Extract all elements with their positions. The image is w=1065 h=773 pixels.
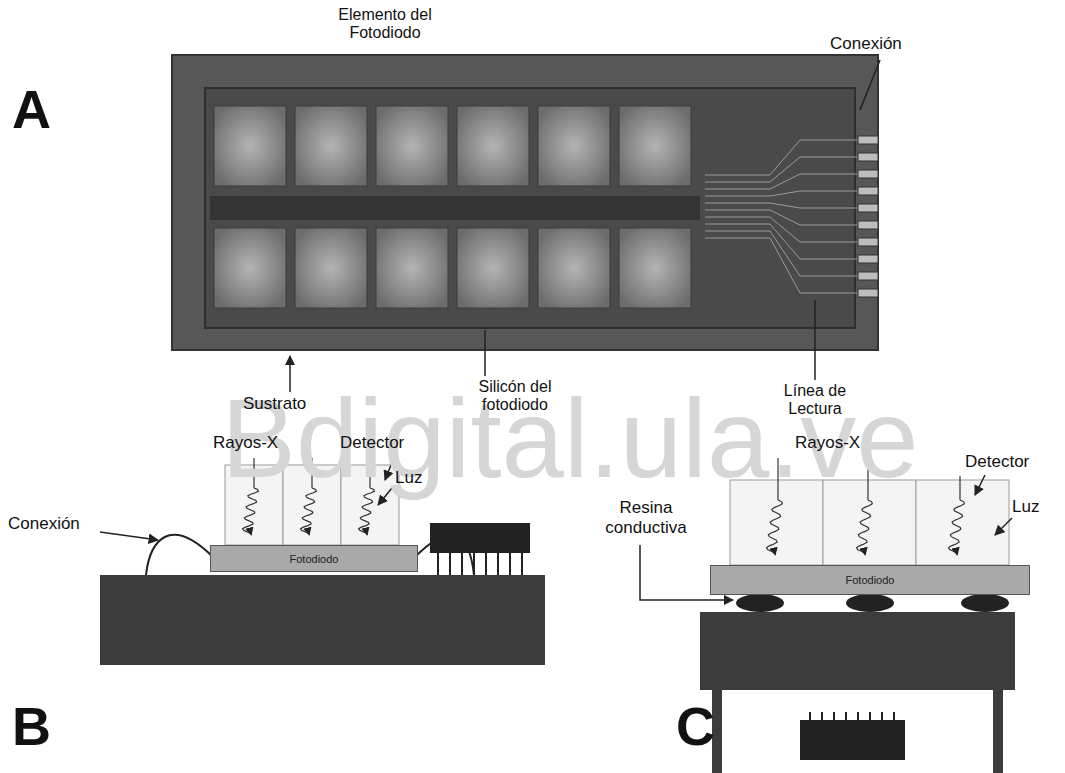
part-label: Luz [395, 468, 435, 488]
part-label: Sustrato [243, 394, 343, 414]
part-label: Línea de Lectura [765, 382, 865, 419]
part-label: Rayos-X [795, 433, 890, 453]
photodiode-array [172, 55, 880, 392]
part-label: Detector [340, 433, 430, 453]
part-label: Rayos-X [213, 433, 308, 453]
part-label: Luz [1012, 497, 1057, 517]
cross-section-c [640, 475, 1015, 773]
part-label: Conexión [830, 34, 940, 54]
part-label: Detector [965, 452, 1060, 472]
photodiode-bar: Fotodiodo [210, 545, 418, 572]
bar-label: Fotodiodo [290, 553, 339, 565]
photodiode-bar: Fotodiodo [710, 565, 1030, 595]
panel-letter: B [12, 695, 82, 757]
part-label: Elemento del Fotodiodo [325, 6, 445, 43]
panel-letter: C [676, 695, 746, 757]
bar-label: Fotodiodo [846, 574, 895, 586]
part-label: Conexión [8, 514, 108, 534]
part-label: Silicón del fotodiodo [455, 378, 575, 415]
part-label: Resina conductiva [596, 498, 696, 537]
panel-letter: A [12, 78, 82, 140]
